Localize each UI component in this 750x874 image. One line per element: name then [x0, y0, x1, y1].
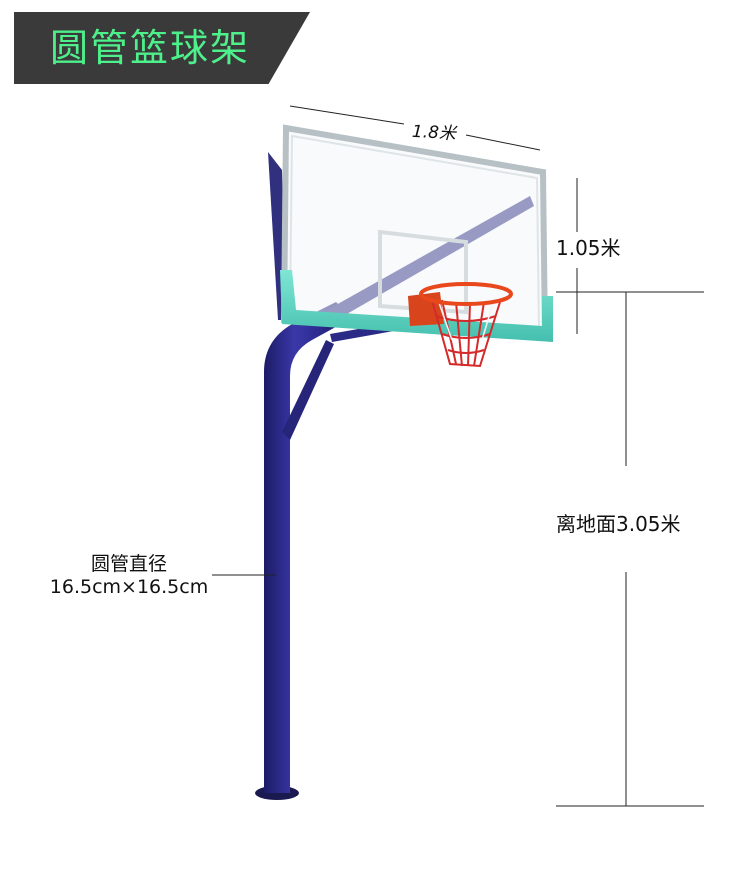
- pipe-label-line2: 16.5cm×16.5cm: [49, 576, 209, 598]
- pipe-label-line1: 圆管直径: [90, 553, 167, 575]
- net: [431, 299, 501, 368]
- dimension-lines: [212, 105, 704, 807]
- main-pole: [264, 302, 352, 793]
- page-title: 圆管篮球架: [50, 26, 251, 70]
- backboard-target-square: [378, 229, 468, 315]
- diagonal-brace: [282, 340, 334, 440]
- title-banner: [14, 12, 310, 84]
- net-white: [437, 299, 495, 341]
- rim-height-label: 离地面3.05米: [556, 512, 681, 536]
- backboard-height-label: 1.05米: [556, 236, 621, 260]
- backboard-padding: [280, 270, 553, 342]
- backboard-width-label: 1.8米: [411, 121, 457, 145]
- pipe-diameter-label: 圆管直径 16.5cm×16.5cm: [44, 553, 214, 599]
- rim: [419, 282, 513, 306]
